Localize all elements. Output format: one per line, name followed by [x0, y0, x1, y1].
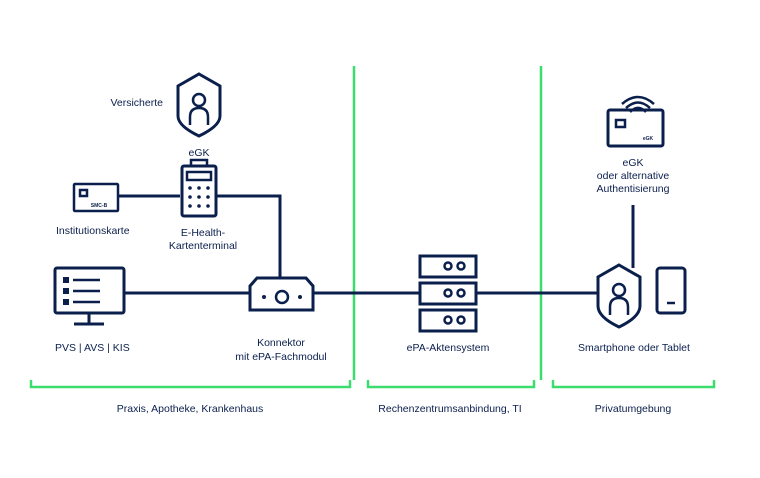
konnektor-label-line2: mit ePA-Fachmodul [235, 351, 326, 363]
terminal-label-line2: Kartenterminal [169, 240, 237, 252]
zone-brace-rechenzentrum [366, 379, 536, 389]
zone-label-rechenzentrum: Rechenzentrumsanbindung, TI [378, 403, 521, 415]
monitor-icon [53, 266, 126, 326]
institution-card-icon [72, 182, 120, 213]
egk-auth-label-line1: eGK [622, 157, 643, 169]
versicherte-label: Versicherte [110, 97, 163, 109]
konnektor-label-line1: Konnektor [257, 337, 305, 349]
smartphone-tablet-label: Smartphone oder Tablet [578, 342, 690, 354]
card-terminal-icon [180, 158, 218, 218]
smc-b-card-text: SMC-B [91, 203, 108, 209]
zone-label-privat: Privatumgebung [595, 403, 672, 415]
connection-lines [119, 194, 635, 295]
contactless-egk-card-icon [606, 95, 665, 148]
pvs-avs-kis-label: PVS | AVS | KIS [55, 342, 130, 354]
zone-brace-praxis [29, 379, 352, 389]
institutionskarte-label: Institutionskarte [56, 225, 130, 237]
server-stack-icon [418, 254, 478, 333]
zone-brace-privat [551, 379, 716, 389]
epa-aktensystem-label: ePA-Aktensystem [407, 342, 490, 354]
terminal-label-line1: E-Health- [181, 227, 226, 239]
zone-label-praxis: Praxis, Apotheke, Krankenhaus [117, 403, 264, 415]
egk-auth-label-line2: oder alternative [597, 170, 670, 182]
tablet-icon [655, 266, 687, 315]
egk-label: eGK [188, 147, 209, 159]
smartphone-shield-icon [596, 263, 642, 329]
insured-person-shield-icon [176, 72, 222, 138]
egk-auth-label-line3: Authentisierung [597, 183, 670, 195]
konnektor-icon [248, 276, 315, 312]
egk-card-text: eGK [643, 136, 654, 142]
